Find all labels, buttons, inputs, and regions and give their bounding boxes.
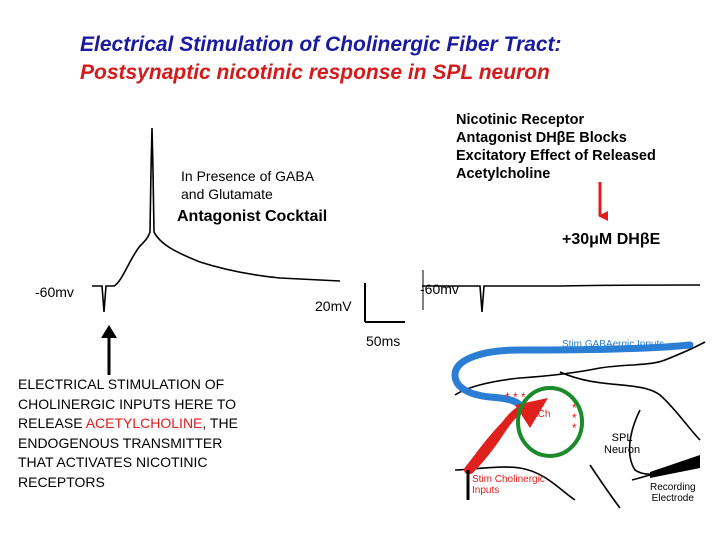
scale-voltage-label: 20mV — [315, 298, 352, 314]
stim-line-4: ENDOGENOUS TRANSMITTER — [18, 434, 223, 451]
rec-label-line-2: Electrode — [651, 493, 694, 504]
presence-label: In Presence of GABA and Glutamate — [181, 167, 314, 203]
ach-stars-side-2: * — [572, 411, 577, 425]
stim-line-5: THAT ACTIVATES NICOTINIC — [18, 454, 208, 470]
antagonist-note: Nicotinic Receptor Antagonist DHβE Block… — [456, 111, 656, 183]
title-line-1: Electrical Stimulation of Cholinergic Fi… — [80, 33, 562, 56]
stim-line-6: RECEPTORS — [18, 473, 105, 490]
recording-electrode-label: Recording Electrode — [650, 482, 696, 504]
left-voltage-label: -60mv — [35, 284, 74, 300]
right-voltage-trace — [422, 284, 701, 313]
spl-label-line-2: Neuron — [604, 444, 641, 456]
recording-electrode-tip — [631, 474, 651, 481]
left-voltage-trace — [92, 127, 341, 313]
rec-label-line-1: Recording — [650, 482, 696, 493]
presence-line-2: and Glutamate — [181, 186, 273, 202]
note-line-3: Excitatory Effect of Released — [456, 148, 656, 164]
cholinergic-fiber — [464, 406, 524, 474]
cocktail-label: Antagonist Cocktail — [177, 208, 328, 225]
stim-line-3-post: , THE — [202, 415, 238, 431]
gaba-fiber — [451, 341, 694, 409]
presence-line-1: In Presence of GABA — [181, 168, 315, 184]
gaba-input-label: Stim GABAergic Inputs — [562, 339, 665, 350]
note-line-2: Antagonist DHβE Blocks — [456, 130, 627, 146]
cholinergic-input-label: Stim Cholinergic Inputs — [472, 474, 545, 496]
note-line-1: Nicotinic Receptor — [456, 112, 585, 128]
title-line-2: Postsynaptic nicotinic response in SPL n… — [80, 61, 550, 84]
ach-stars-top: * * * — [505, 390, 526, 404]
chol-label-line-1: Stim Cholinergic — [472, 474, 545, 485]
spl-label-line-1: SPL — [611, 432, 633, 444]
ach-label: ACh — [531, 409, 551, 420]
acetylcholine-highlight: ACETYLCHOLINE — [85, 415, 203, 431]
chol-label-line-2: Inputs — [472, 485, 500, 496]
stim-line-2: CHOLINERGIC INPUTS HERE TO — [18, 395, 237, 412]
ach-stars-side-3: * — [572, 421, 577, 435]
stimulation-description: ELECTRICAL STIMULATION OF CHOLINERGIC IN… — [18, 375, 308, 492]
spl-neuron-outline — [454, 341, 706, 509]
note-line-4: Acetylcholine — [456, 166, 551, 182]
right-voltage-label: -60mv — [420, 281, 459, 297]
stim-line-3: RELEASE ACETYLCHOLINE, THE — [18, 414, 308, 434]
nicotinic-receptor-ring — [516, 386, 584, 458]
scale-time-label: 50ms — [366, 333, 401, 349]
stim-arrow-head — [101, 325, 117, 338]
recording-electrode — [650, 455, 700, 478]
stim-line-1: ELECTRICAL STIMULATION OF — [18, 376, 225, 392]
stim-line-3-pre: RELEASE — [18, 415, 86, 431]
ach-stars-side: * — [572, 401, 577, 415]
drug-label: +30μM DHβE — [562, 231, 661, 248]
spl-neuron-label: SPL Neuron — [604, 432, 640, 456]
